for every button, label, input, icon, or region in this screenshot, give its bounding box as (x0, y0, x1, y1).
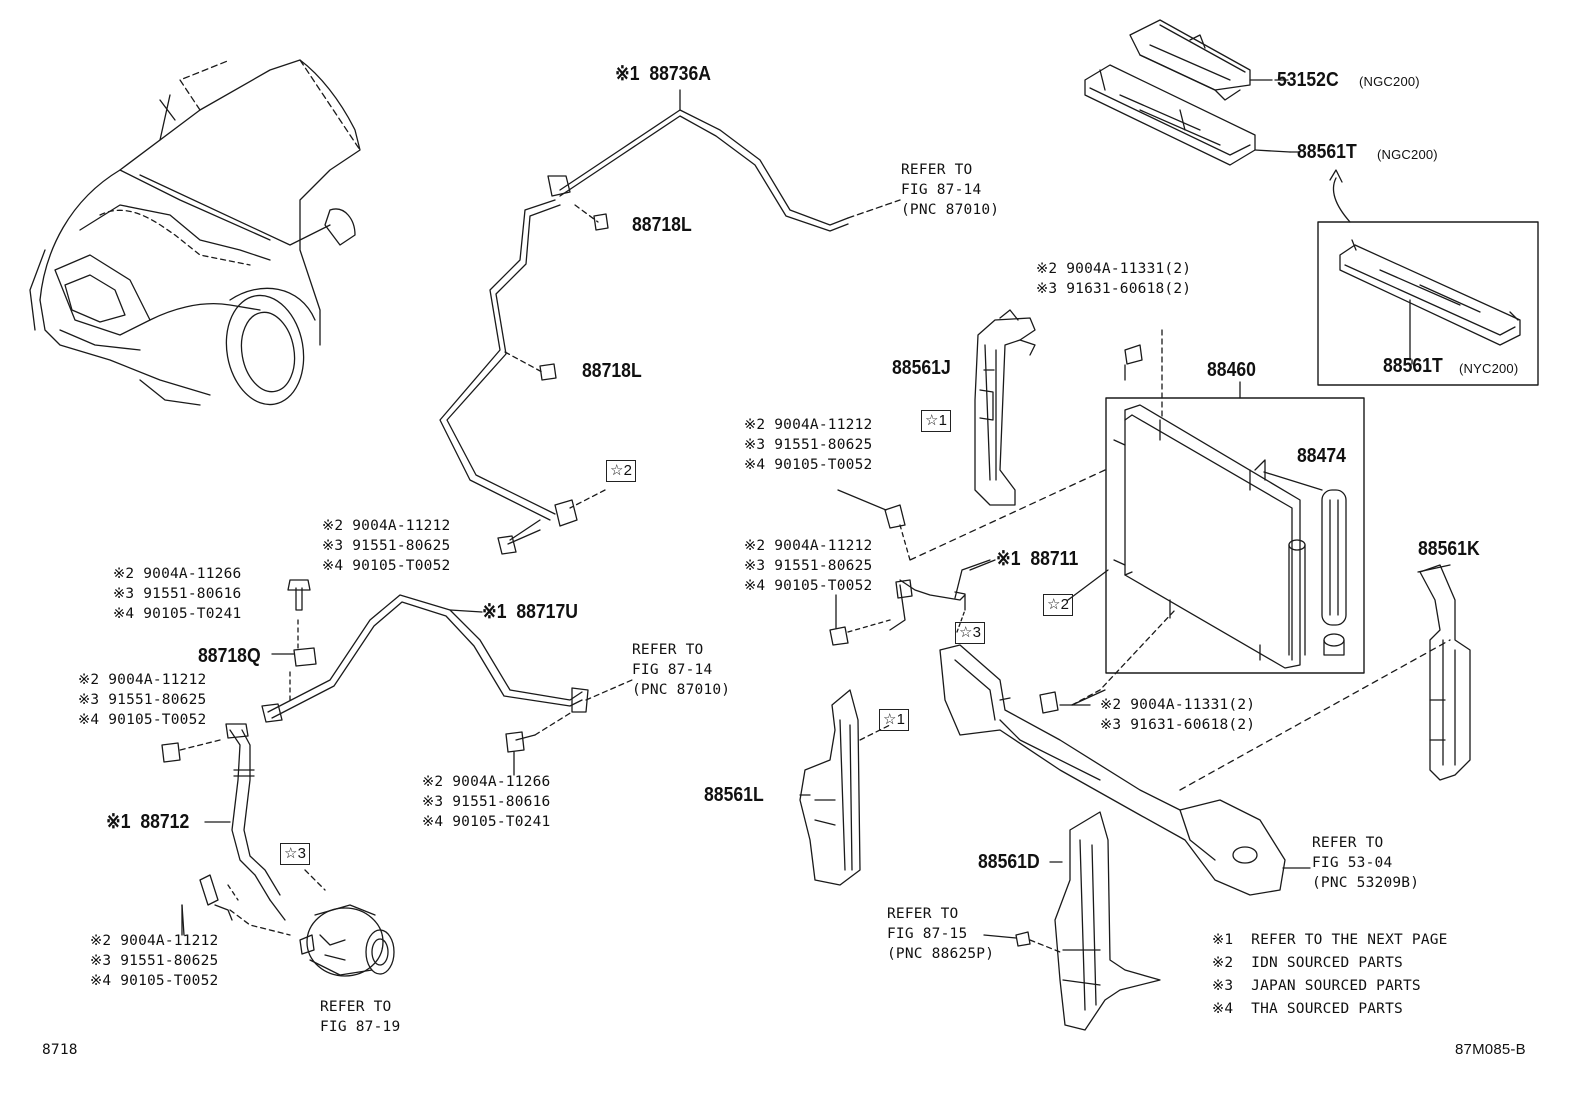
pipe-88717U (261, 579, 633, 776)
radiator-support (939, 644, 1286, 896)
condenser-box (1105, 397, 1365, 674)
label-88460: 88460 (1207, 359, 1256, 381)
bracket-88561D (1054, 811, 1161, 1031)
variant-ngc200-a: (NGC200) (1359, 74, 1420, 89)
bolt-callout-i: ※2 9004A-11331(2) ※3 91631-60618(2) (1100, 697, 1256, 733)
legend-row: ※2 IDN SOURCED PARTS (1212, 952, 1448, 975)
bolt-callout-f: ※2 9004A-11331(2) ※3 91631-60618(2) (1036, 261, 1192, 297)
refer-fig-87-15: REFER TO FIG 87-15 (PNC 88625P) (887, 906, 995, 962)
bolt-callout-g: ※2 9004A-11212 ※3 91551-80625 ※4 90105-T… (744, 417, 873, 473)
label-88718L-lower: 88718L (582, 360, 642, 382)
receiver-88474 (1288, 489, 1347, 656)
seal-88561T-nyc (1339, 239, 1521, 361)
bracket-88561J (974, 309, 1036, 506)
star2-tag-right: ☆2 (1043, 594, 1074, 616)
legend-mark: ※1 (1212, 932, 1234, 948)
bolt-callout-h: ※2 9004A-11212 ※3 91551-80625 ※4 90105-T… (744, 538, 873, 594)
label-53152C: 53152C (1277, 69, 1339, 91)
refer-fig-53-04: REFER TO FIG 53-04 (PNC 53209B) (1312, 835, 1420, 891)
label-88474: 88474 (1297, 445, 1346, 467)
star1-tag-j: ☆1 (921, 410, 952, 432)
label-88718Q: 88718Q (198, 645, 261, 667)
label-88561T-top: 88561T (1297, 141, 1357, 163)
bracket-88561K (1419, 564, 1471, 781)
bolt-callout-e: ※2 9004A-11212 ※3 91551-80625 ※4 90105-T… (90, 933, 219, 989)
star2-tag-top: ☆2 (606, 460, 637, 482)
vehicle-illustration (29, 59, 361, 406)
refer-fig-87-14-top: REFER TO FIG 87-14 (PNC 87010) (901, 162, 1000, 218)
legend-row: ※3 JAPAN SOURCED PARTS (1212, 975, 1448, 998)
label-88561J: 88561J (892, 357, 951, 379)
label-88561K: 88561K (1418, 538, 1480, 560)
refer-fig-87-14-mid: REFER TO FIG 87-14 (PNC 87010) (632, 642, 731, 698)
label-88718L-upper: 88718L (632, 214, 692, 236)
bolt-callout-d: ※2 9004A-11266 ※3 91551-80616 ※4 90105-T… (422, 774, 551, 830)
variant-arrow (1332, 177, 1351, 223)
clip-88625P (1015, 931, 1031, 947)
leader-lines (181, 79, 1451, 939)
refer-fig-87-19: REFER TO FIG 87-19 (320, 999, 401, 1035)
seal-88561T-ngc (1084, 64, 1291, 166)
pipe-88736A (439, 89, 901, 555)
variant-ngc200-b: (NGC200) (1377, 147, 1438, 162)
ac-compressor (299, 869, 395, 977)
bolt-callout-c: ※2 9004A-11212 ※3 91551-80625 ※4 90105-T… (78, 672, 207, 728)
label-88711: ※1 88711 (996, 548, 1079, 570)
bolt-callout-b: ※2 9004A-11266 ※3 91551-80616 ※4 90105-T… (113, 566, 242, 622)
variant-nyc200: (NYC200) (1459, 361, 1519, 376)
legend-text: THA SOURCED PARTS (1251, 1001, 1403, 1017)
legend-mark: ※2 (1212, 955, 1234, 971)
label-88561T-bottom: 88561T (1383, 355, 1443, 377)
pipe-88711 (829, 469, 1106, 646)
hose-88712 (161, 723, 291, 936)
star3-tag-right: ☆3 (955, 622, 986, 644)
variant-box-nyc200 (1317, 221, 1539, 386)
label-88736A: ※1 88736A (615, 63, 711, 85)
label-88561L: 88561L (704, 784, 764, 806)
bolt-callout-a: ※2 9004A-11212 ※3 91551-80625 ※4 90105-T… (322, 518, 451, 574)
legend-row: ※4 THA SOURCED PARTS (1212, 998, 1448, 1021)
condenser-88460 (1113, 404, 1301, 669)
legend-text: REFER TO THE NEXT PAGE (1251, 932, 1448, 948)
star1-tag-l: ☆1 (879, 709, 910, 731)
legend-text: JAPAN SOURCED PARTS (1251, 978, 1421, 994)
legend-text: IDN SOURCED PARTS (1251, 955, 1403, 971)
bracket-88561L (799, 689, 891, 886)
legend: ※1 REFER TO THE NEXT PAGE ※2 IDN SOURCED… (1212, 929, 1448, 1021)
label-88561D: 88561D (978, 851, 1040, 873)
star3-tag-left: ☆3 (280, 843, 311, 865)
seal-53152C (1129, 19, 1273, 101)
legend-row: ※1 REFER TO THE NEXT PAGE (1212, 929, 1448, 952)
legend-mark: ※4 (1212, 1001, 1234, 1017)
legend-mark: ※3 (1212, 978, 1234, 994)
label-88712: ※1 88712 (106, 811, 190, 833)
figure-number: 8718 (42, 1042, 78, 1058)
label-88717U: ※1 88717U (482, 601, 578, 623)
illustration-code: 87M085-B (1455, 1041, 1526, 1058)
